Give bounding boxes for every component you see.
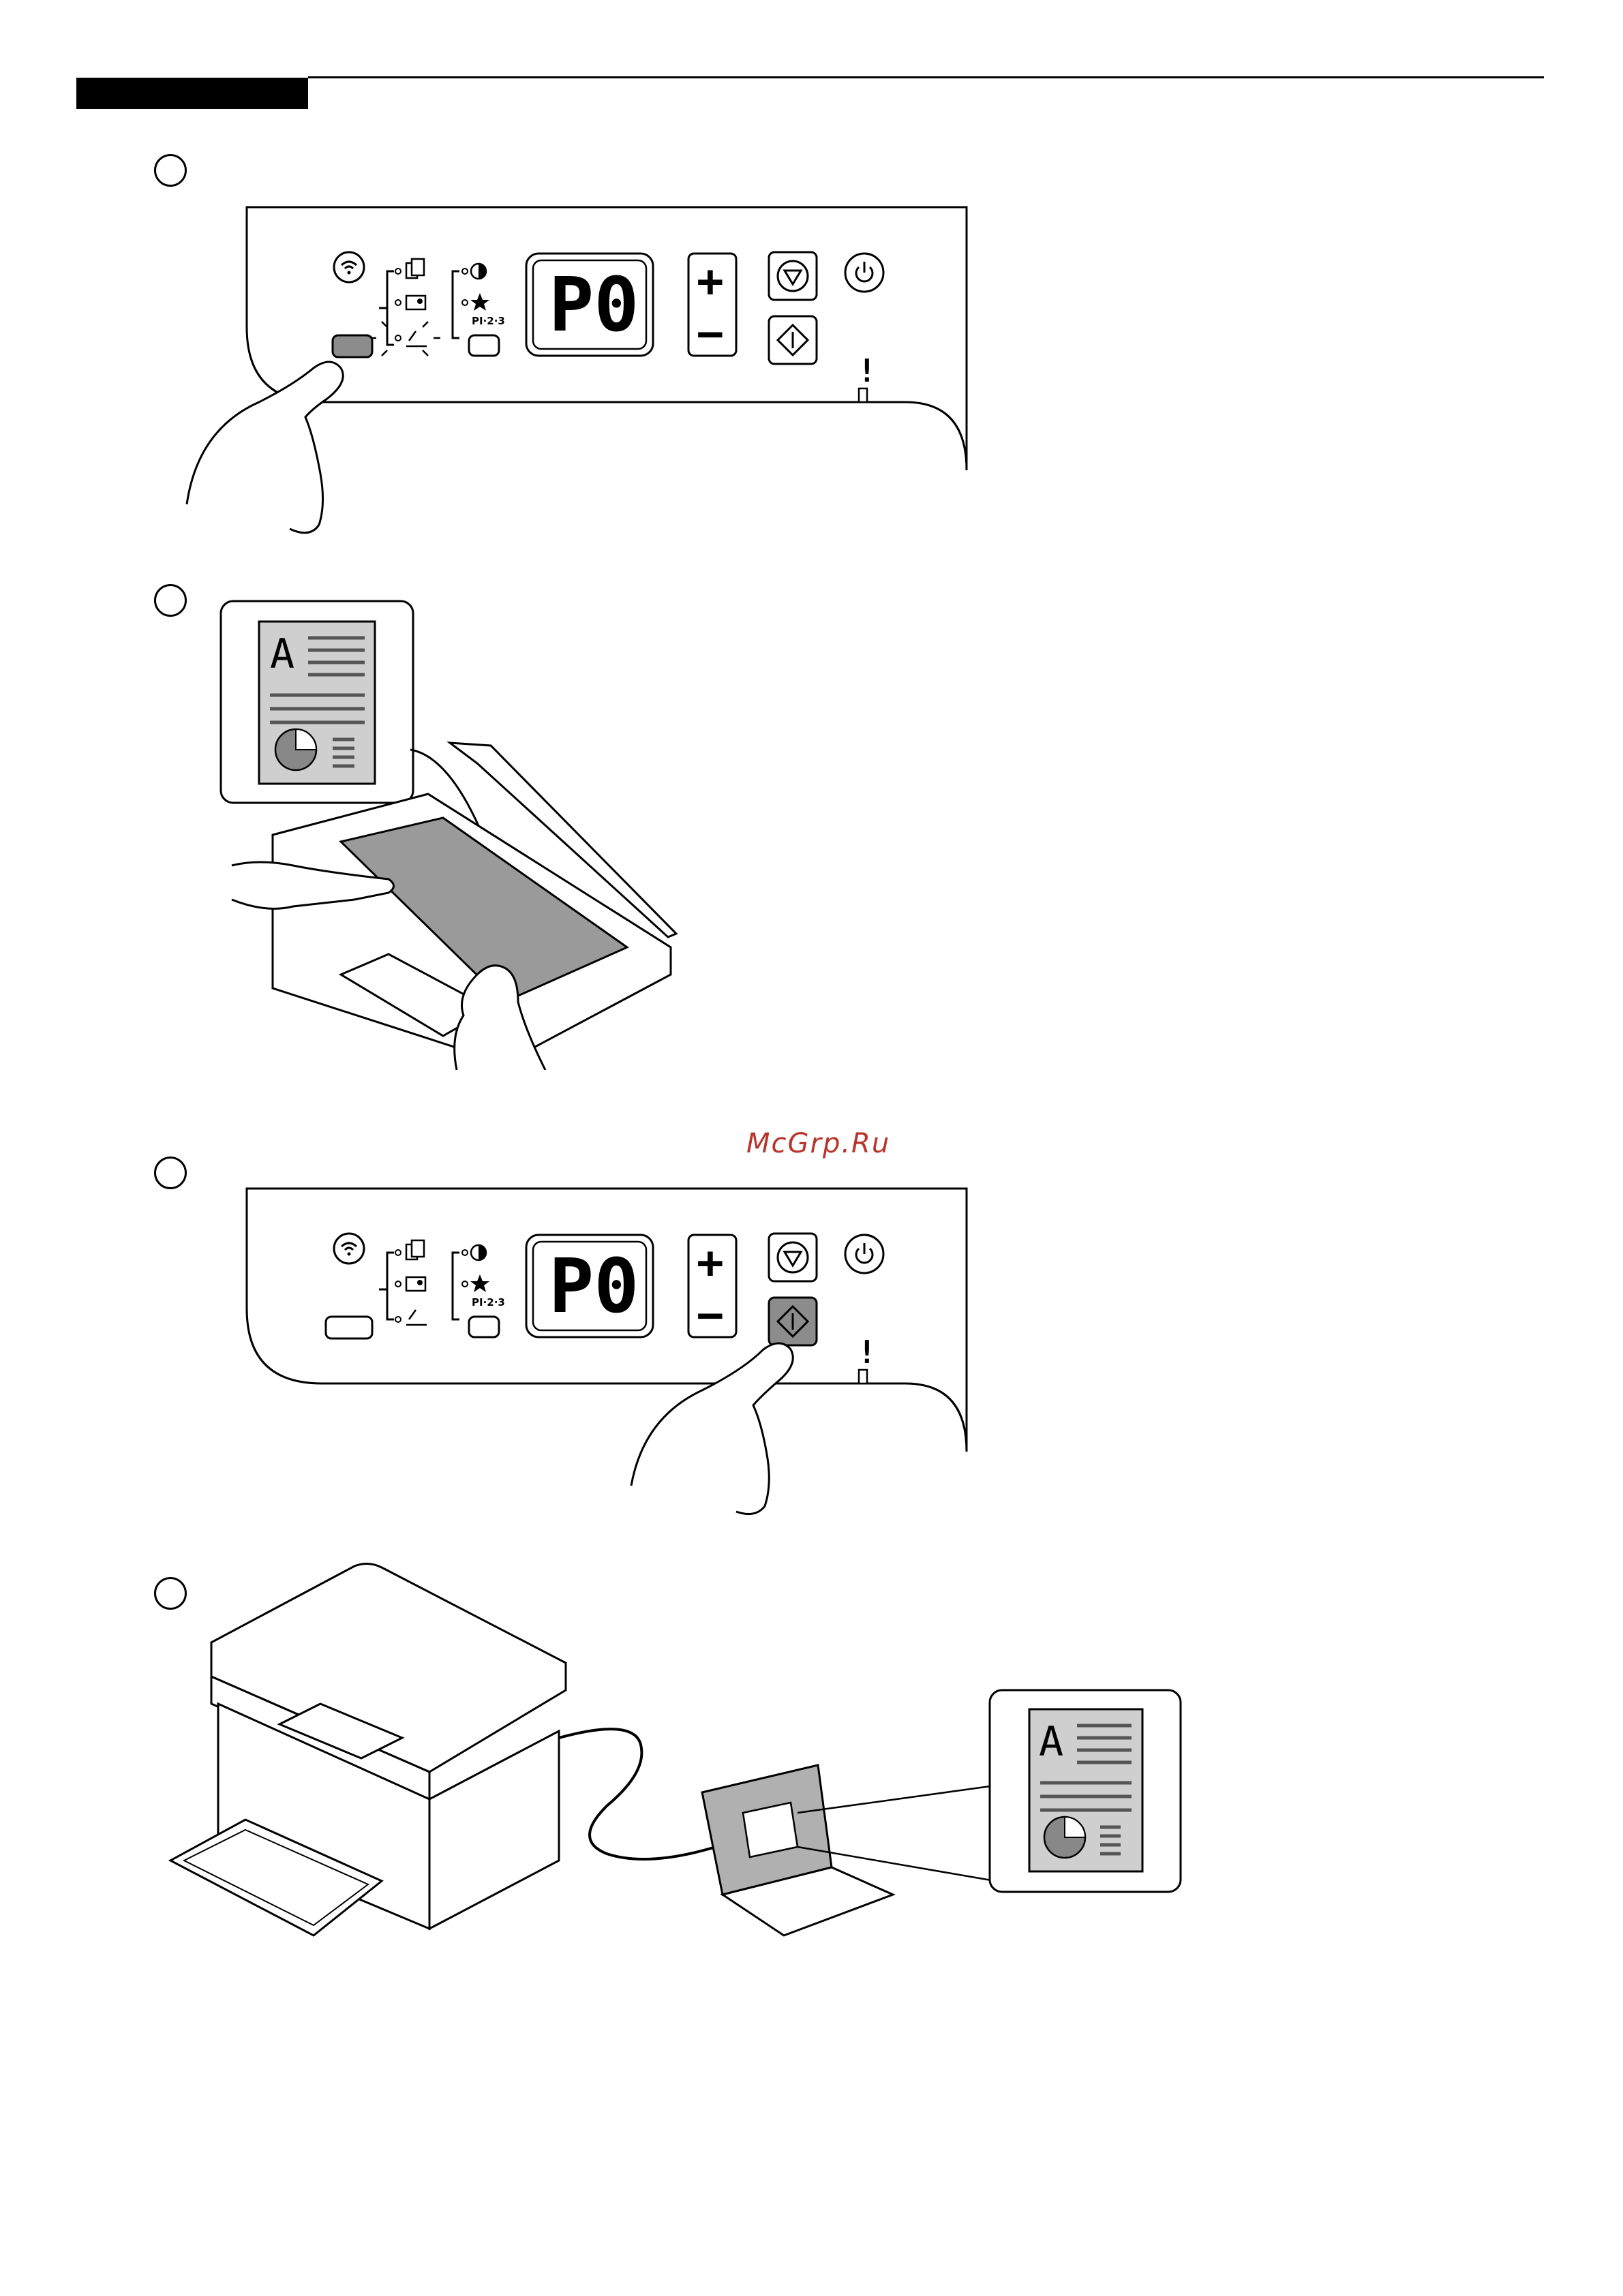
step-3-control-panel-figure: PI·2·3 P0 + − !	[177, 1186, 975, 1527]
wifi-icon	[334, 252, 364, 282]
copy-mode-icon	[406, 259, 424, 278]
scan-icon	[406, 331, 427, 346]
scan-icon	[406, 1310, 427, 1325]
blink-indicator	[369, 322, 440, 356]
id-copy-icon	[406, 296, 425, 309]
display-readout: P0	[549, 261, 639, 348]
minus-label: −	[697, 1289, 724, 1341]
result-document-letter: A	[1039, 1718, 1063, 1766]
copy-mode-icon	[406, 1240, 424, 1259]
document-letter: A	[270, 630, 294, 678]
step-2-place-original-figure: A	[218, 593, 695, 1070]
header-rule	[308, 76, 1544, 78]
plus-label: +	[697, 255, 724, 307]
minus-label: −	[697, 307, 724, 360]
step-1-marker	[154, 154, 187, 187]
pointing-hand	[631, 1343, 793, 1514]
usb-cable	[559, 1729, 716, 1859]
display-readout: P0	[549, 1242, 639, 1330]
mode-button	[326, 1317, 372, 1338]
pointing-hand	[187, 362, 343, 533]
wifi-icon	[334, 1234, 364, 1264]
laptop-scanned-image	[743, 1803, 798, 1857]
step-2-marker	[154, 584, 187, 617]
favorite-label: PI·2·3	[472, 1296, 505, 1308]
step-1-control-panel-figure: PI·2·3 P0 + − !	[177, 204, 975, 545]
id-copy-icon	[406, 1277, 425, 1291]
alert-led	[859, 1370, 867, 1383]
alert-led	[859, 388, 867, 402]
favorite-star-icon	[470, 1274, 489, 1292]
step-4-printer-laptop-figure: A	[157, 1554, 1193, 1976]
watermark-text: McGrp.Ru	[746, 1128, 890, 1159]
favorite-label: PI·2·3	[472, 315, 505, 327]
alert-label: !	[858, 352, 877, 389]
stop-button	[769, 252, 817, 300]
alert-label: !	[858, 1334, 877, 1371]
plus-label: +	[697, 1236, 724, 1289]
step-3-marker	[154, 1157, 187, 1189]
favorite-button	[469, 1317, 499, 1337]
favorite-star-icon	[470, 293, 489, 311]
mode-button-pressed	[333, 335, 372, 357]
stop-button	[769, 1234, 817, 1281]
section-header-bar	[76, 78, 308, 109]
favorite-button	[469, 335, 499, 356]
